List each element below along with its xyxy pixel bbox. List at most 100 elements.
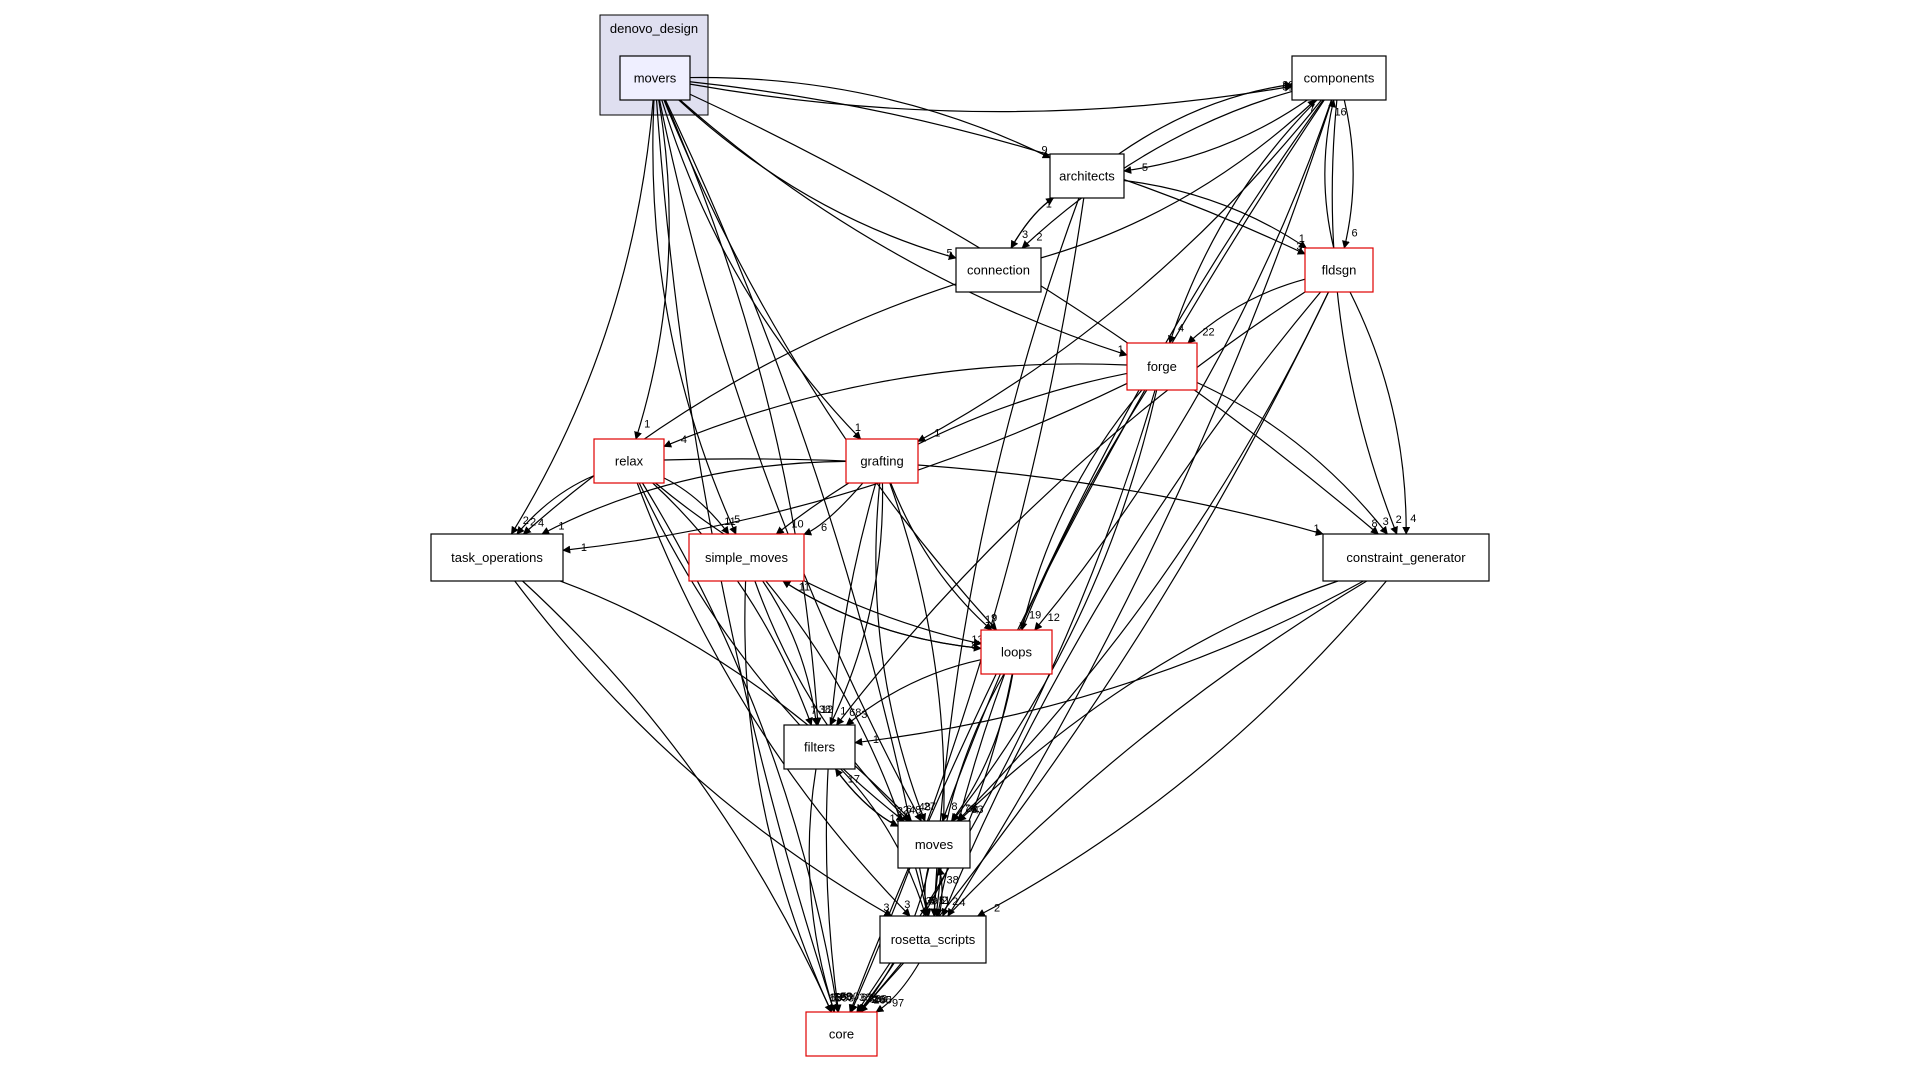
edge-count-label[interactable]: 1: [1046, 199, 1052, 211]
edge-count-label[interactable]: 4: [973, 804, 979, 816]
node-box[interactable]: [897, 820, 971, 869]
edge-count-label[interactable]: 595: [834, 992, 852, 1004]
edge-count-label[interactable]: 38: [947, 875, 959, 887]
edge-count-label[interactable]: 4: [681, 434, 687, 446]
edge-components-to-fldsgn[interactable]: [1342, 99, 1354, 249]
edge-loops-to-moves[interactable]: [951, 673, 1014, 822]
edge-count-label[interactable]: 85: [830, 992, 842, 1004]
edge-count-label[interactable]: 38: [819, 704, 831, 716]
edge-constraint-generator-to-moves[interactable]: [958, 580, 1339, 822]
edge-filters-to-rosetta-scripts[interactable]: [840, 768, 928, 917]
edge-components-to-connection[interactable]: [1021, 90, 1293, 249]
edge-count-label[interactable]: 248: [903, 804, 921, 816]
edge-count-label[interactable]: 6: [1352, 227, 1358, 239]
edge-components-to-grafting[interactable]: [917, 99, 1322, 442]
edge-movers-to-connection[interactable]: [678, 99, 957, 260]
edge-count-label[interactable]: 48: [919, 802, 931, 814]
edge-count-label[interactable]: 9: [991, 613, 997, 625]
edge-count-label[interactable]: 39: [926, 896, 938, 908]
edge-connection-to-components[interactable]: [1040, 99, 1316, 259]
edge-count-label[interactable]: 16: [1334, 107, 1346, 119]
edge-count-label[interactable]: 19: [1029, 609, 1041, 621]
edge-count-label[interactable]: 2: [994, 902, 1000, 914]
edge-grafting-to-task-operations[interactable]: [541, 460, 847, 535]
edge-count-label[interactable]: 1: [1314, 523, 1320, 535]
edge-movers-to-forge[interactable]: [679, 99, 1128, 357]
edge-rosetta-scripts-to-moves[interactable]: [937, 867, 945, 917]
edge-count-label[interactable]: 2: [530, 516, 536, 528]
node-box[interactable]: [879, 915, 987, 964]
edge-components-to-forge[interactable]: [1168, 99, 1318, 344]
edge-grafting-to-moves[interactable]: [875, 482, 927, 822]
edge-count-label[interactable]: 11: [724, 516, 735, 528]
edge-count-label[interactable]: 1: [644, 419, 650, 431]
edge-count-label[interactable]: 3: [1383, 516, 1389, 528]
edge-count-label[interactable]: 3: [1022, 229, 1028, 241]
edge-count-label[interactable]: 2: [942, 895, 948, 907]
edge-count-label[interactable]: 6: [821, 522, 827, 534]
node-box[interactable]: [845, 438, 919, 484]
edge-count-label[interactable]: 2: [1396, 514, 1402, 526]
node-box[interactable]: [619, 55, 691, 101]
node-box[interactable]: [1304, 247, 1374, 293]
edge-count-label[interactable]: 2: [952, 896, 958, 908]
edge-count-label[interactable]: 4: [538, 518, 544, 530]
edge-count-label[interactable]: 4: [959, 897, 965, 909]
edge-components-to-core[interactable]: [848, 99, 1325, 1013]
edge-moves-to-rosetta-scripts[interactable]: [922, 867, 930, 917]
edge-movers-to-architects[interactable]: [689, 76, 1051, 159]
edge-forge-to-relax[interactable]: [663, 363, 1128, 448]
edge-count-label[interactable]: 2: [523, 515, 529, 527]
edge-count-label[interactable]: 17: [848, 773, 860, 785]
edge-components-to-loops[interactable]: [1034, 99, 1332, 631]
edge-components-to-constraint-generator[interactable]: [1331, 99, 1398, 535]
edge-count-label[interactable]: 12: [1048, 612, 1060, 624]
edge-count-label[interactable]: 1: [840, 705, 846, 717]
node-filters[interactable]: filters: [783, 724, 856, 770]
edge-connection-to-architects[interactable]: [1010, 197, 1055, 249]
edge-forge-to-task-operations[interactable]: [562, 382, 1128, 554]
node-rosetta-scripts[interactable]: rosetta_scripts: [879, 915, 987, 964]
edge-count-label[interactable]: 1: [581, 542, 587, 554]
edge-count-label[interactable]: 2: [871, 994, 877, 1006]
edge-count-label[interactable]: 1: [558, 521, 564, 533]
edge-count-label[interactable]: 12: [821, 704, 833, 716]
edge-simple-moves-to-moves[interactable]: [754, 580, 910, 822]
edge-count-label[interactable]: 3: [904, 899, 910, 911]
node-movers[interactable]: movers: [619, 55, 691, 101]
edge-fldsgn-to-constraint-generator[interactable]: [1349, 291, 1411, 535]
node-architects[interactable]: architects: [1049, 153, 1125, 199]
node-core[interactable]: core: [805, 1011, 878, 1057]
node-grafting[interactable]: grafting: [845, 438, 919, 484]
edge-simple-moves-to-filters[interactable]: [762, 580, 820, 726]
edge-constraint-generator-to-filters[interactable]: [854, 580, 1364, 746]
edge-count-label[interactable]: 1: [1299, 233, 1305, 245]
edge-count-label[interactable]: 8: [1372, 518, 1378, 530]
edge-movers-to-filters[interactable]: [664, 99, 822, 726]
edge-count-label[interactable]: 97: [892, 997, 904, 1009]
edge-count-label[interactable]: 11: [799, 582, 810, 594]
edge-relax-to-core[interactable]: [641, 482, 841, 1013]
node-box[interactable]: [688, 533, 805, 582]
node-relax[interactable]: relax: [593, 438, 665, 484]
node-box[interactable]: [955, 247, 1042, 293]
edge-movers-to-grafting[interactable]: [661, 99, 862, 440]
edge-count-label[interactable]: 7: [930, 895, 936, 907]
edge-moves-to-filters[interactable]: [835, 768, 899, 827]
node-connection[interactable]: connection: [955, 247, 1042, 293]
node-components[interactable]: components: [1291, 55, 1387, 101]
edge-fldsgn-to-rosetta-scripts[interactable]: [941, 291, 1322, 917]
edge-relax-to-simple-moves[interactable]: [663, 477, 730, 535]
edge-count-label[interactable]: 5: [1142, 162, 1148, 174]
node-constraint-generator[interactable]: constraint_generator: [1322, 533, 1490, 582]
edge-connection-to-task-operations[interactable]: [522, 283, 957, 535]
edge-forge-to-moves[interactable]: [952, 389, 1158, 822]
edge-count-label[interactable]: 5: [734, 514, 740, 526]
edge-movers-to-rosetta-scripts[interactable]: [664, 99, 932, 917]
edge-count-label[interactable]: 8: [971, 640, 977, 652]
edge-fldsgn-to-components[interactable]: [1324, 99, 1336, 249]
node-box[interactable]: [1322, 533, 1490, 582]
edge-count-label[interactable]: 10: [791, 518, 803, 530]
edge-architects-to-components[interactable]: [1118, 81, 1293, 155]
node-box[interactable]: [593, 438, 665, 484]
